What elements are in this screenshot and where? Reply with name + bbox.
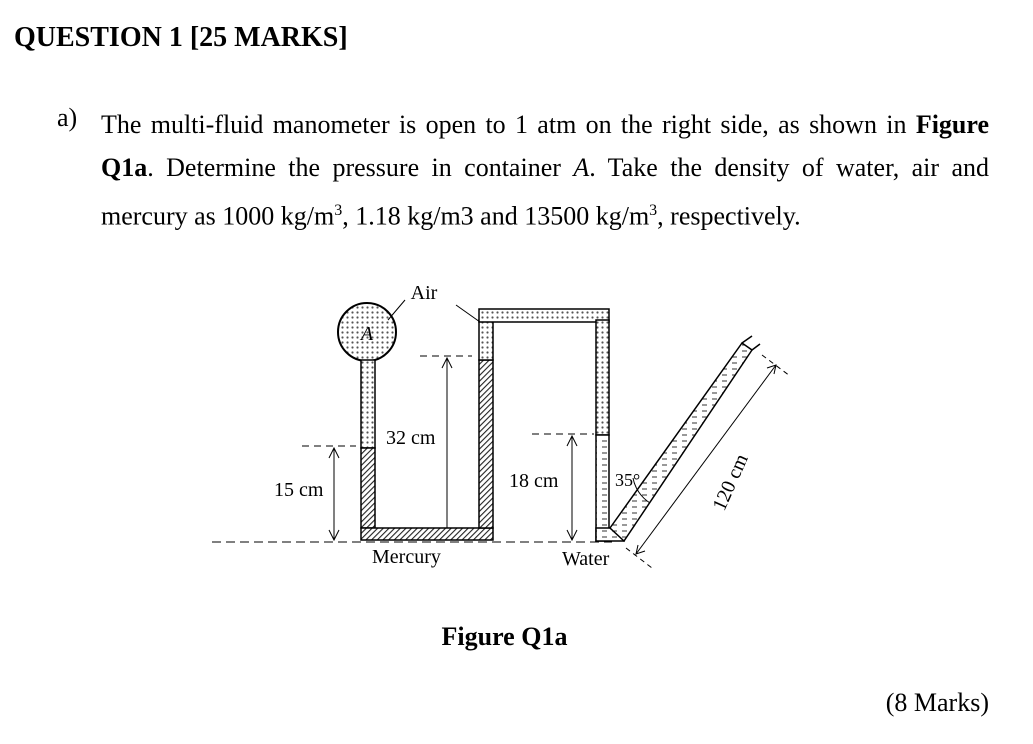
water-label: Water bbox=[562, 548, 610, 570]
dimension-15cm: 15 cm bbox=[274, 479, 324, 501]
left-leg-mercury bbox=[360, 447, 376, 529]
question-text: The multi-fluid manometer is open to 1 a… bbox=[101, 103, 989, 238]
dimension-32cm: 32 cm bbox=[386, 427, 436, 449]
superscript-1: 3 bbox=[334, 202, 343, 219]
question-text-2: . Determine the pressure in container bbox=[147, 153, 574, 182]
part-label: a) bbox=[57, 103, 78, 132]
superscript-2: 3 bbox=[649, 202, 658, 219]
question-title: QUESTION 1 [25 MARKS] bbox=[14, 22, 348, 53]
angle-label: 35° bbox=[615, 470, 640, 490]
question-text-1: The multi-fluid manometer is open to 1 a… bbox=[101, 110, 916, 139]
dimension-120cm: 120 cm bbox=[708, 450, 752, 514]
marks-label: (8 Marks) bbox=[885, 688, 989, 717]
inclined-tube bbox=[609, 341, 754, 543]
dimension-18cm: 18 cm bbox=[509, 470, 559, 492]
container-reference: A bbox=[573, 153, 590, 182]
bottom-mercury bbox=[360, 527, 494, 541]
right-leg-air bbox=[595, 319, 610, 436]
mercury-label: Mercury bbox=[372, 546, 441, 568]
air-label: Air bbox=[411, 282, 438, 304]
figure-caption: Figure Q1a bbox=[441, 622, 568, 651]
middle-leg-mercury bbox=[478, 359, 494, 529]
question-text-5: , respectively. bbox=[657, 201, 801, 231]
figure-reference: Figure Q1a bbox=[101, 110, 989, 182]
container-a-label: A bbox=[359, 323, 374, 345]
question-text-4: , 1.18 kg/m3 and 13500 kg/m bbox=[342, 201, 650, 231]
middle-leg-air bbox=[478, 319, 494, 361]
left-leg-air bbox=[360, 359, 376, 449]
right-leg-water bbox=[595, 434, 610, 542]
question-text-3: . Take the density of water, air and mer… bbox=[101, 153, 989, 231]
top-air bbox=[478, 308, 610, 323]
